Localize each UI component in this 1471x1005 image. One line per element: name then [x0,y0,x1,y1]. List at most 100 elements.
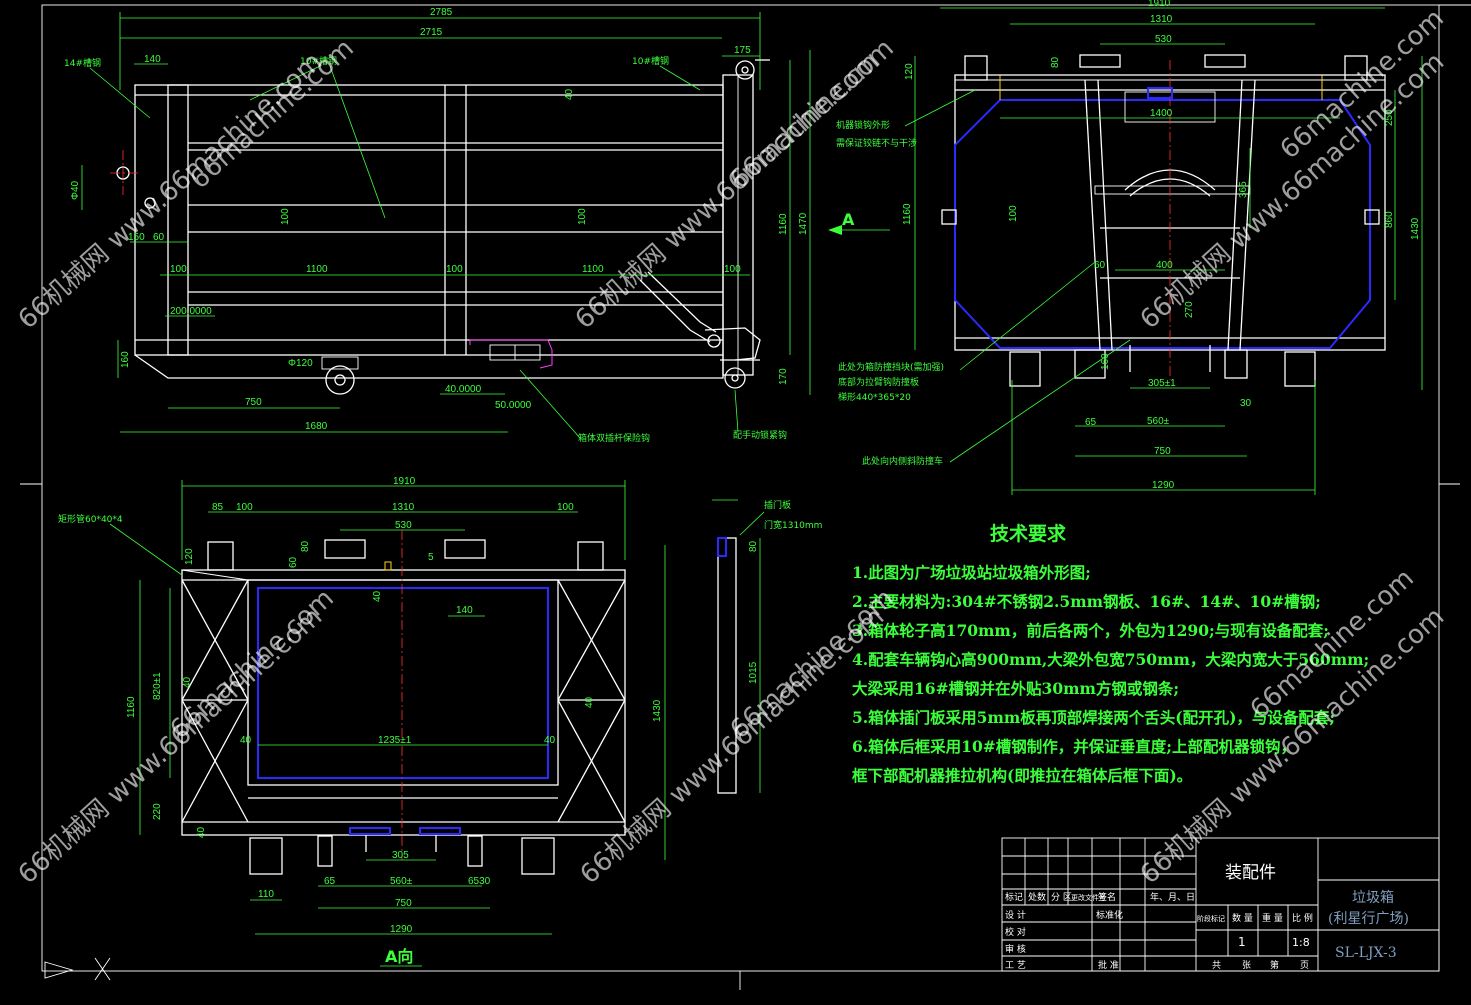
dim-40f-front: 40 [196,826,207,838]
dim-phi40: Φ40 [70,180,81,200]
dim-80-rear: 80 [1050,56,1061,68]
dim-40: 40 [564,88,575,100]
dim-200: 200.0000 [170,306,212,317]
dim-60-rear: 60 [1094,260,1106,271]
front-view: 1910 85 100 1310 100 530 [58,476,666,967]
dim-40e-front: 40 [544,735,556,746]
dim-140-front: 140 [456,605,473,616]
tb-stage-scale: 比 例 [1292,912,1313,924]
dim-160-rear: 160 [1100,353,1111,370]
dim-80-front: 80 [300,540,311,552]
dim-2715: 2715 [420,27,443,38]
tb-stage-qty: 数 量 [1232,912,1253,924]
requirement-6: 6.箱体后框采用10#槽钢制作，并保证垂直度;上部配机器锁钩， [852,737,1296,756]
requirement-6-cont: 框下部配机器推拉机构(即推拉在箱体后框下面)。 [852,766,1192,785]
tb-sheet-total: 共 [1212,960,1221,971]
dim-100a-front: 100 [236,502,253,513]
dim-120-rear: 120 [904,63,915,80]
note-bumper-block: 此处为箱防撞挡块(需加强) [838,361,944,373]
dim-row-1100-2: 1100 [582,264,604,275]
title-heading: 装配件 [1225,863,1276,883]
dim-1235: 1235±1 [378,735,412,746]
dim-250: 250 [1384,109,1395,126]
view-label-a: A向 [385,947,413,966]
dim-1400: 1400 [1150,108,1173,119]
dim-1470: 1470 [798,212,809,235]
title-block: 装配件 垃圾箱 (利星行广场) SL-LJX-3 标记 处数 分 区 更改文件号… [1001,837,1440,972]
dim-40c-front: 40 [584,696,595,708]
dim-1015-door: 1015 [748,661,759,684]
dim-1310-front: 1310 [392,502,415,513]
dim-560-rear: 560± [1147,416,1170,427]
dim-65-rear: 65 [1085,417,1097,428]
dim-270: 270 [1184,301,1195,318]
requirements-title: 技术要求 [990,522,1067,545]
note-bumper-plate: 底部为拉臂钩防撞板 [838,376,919,388]
dim-1160-front: 1160 [126,696,137,718]
side-view: 2785 2715 140 175 [64,7,811,444]
dim-120-front: 120 [184,548,195,565]
note-rect-tube: 矩形管60*40*4 [58,513,123,525]
dim-170: 170 [778,368,789,385]
dim-1430-rear: 1430 [1410,217,1421,240]
dim-1160-rear: 1160 [902,203,913,225]
dim-1160: 1160 [778,213,789,235]
watermarks: 66machine.com 66机械网 www.66machine.com 66… [13,3,1451,890]
title-name-line2: (利星行广场) [1328,911,1409,927]
requirement-1: 1.此图为广场垃圾站垃圾箱外形图; [852,563,1091,582]
tb-sheet-no: 第 [1270,959,1279,971]
watermark-brand-2: 66机械网 www.66machine.com [570,47,886,335]
dim-100-b: 100 [577,208,588,225]
note-hook-shape: 机器锁钩外形 [836,119,890,131]
tb-label-approve: 批 准 [1098,959,1119,971]
note-channel-10a: 10#槽钢 [300,55,337,67]
dim-5-front: 5 [428,552,434,563]
dim-220-front: 220 [152,803,163,820]
dim-1290-front: 1290 [390,924,413,935]
tb-label-standard: 标准化 [1096,909,1123,921]
tb-label-review: 审 核 [1005,943,1026,955]
dim-1910-rear: 1910 [1148,0,1171,9]
requirement-4: 4.配套车辆钩心高900mm,大梁外包宽750mm，大梁内宽大于560mm; [852,650,1369,669]
note-safety-hook: 箱体双插杆保险钩 [578,432,650,444]
tb-scale: 1:8 [1292,936,1310,949]
dim-60: 60 [153,232,165,243]
dim-50-0000: 50.0000 [495,400,532,411]
dim-100b-front: 100 [557,502,574,513]
dim-110-front: 110 [258,889,274,900]
tb-header-mark: 标记 [1005,891,1023,903]
dim-560-front: 560± [390,876,413,887]
requirement-5: 5.箱体插门板采用5mm板再顶部焊接两个舌头(配开孔)，与设备配套; [852,708,1335,727]
view-arrow-a: A [842,210,855,229]
dim-40d-front: 40 [240,735,252,746]
dim-140: 140 [144,54,161,65]
dim-750-front: 750 [395,898,412,909]
tb-stage-weight: 重 量 [1262,912,1283,924]
dim-6530-front: 6530 [468,876,491,887]
rear-view: 1910 1310 530 [828,0,1423,495]
dim-2785: 2785 [430,7,453,18]
note-hinge: 需保证铰链不与干涉 [836,137,917,149]
title-drawing-code: SL-LJX-3 [1335,945,1397,961]
watermark-brand-5: 66机械网 www.66machine.com [575,602,891,890]
tb-header-count: 处数 [1028,891,1046,903]
title-name-line1: 垃圾箱 [1352,890,1394,906]
dim-40a-front: 40 [372,590,383,602]
dim-100-a: 100 [280,208,291,225]
door-plate-view: 80 1015 插门板 门宽1310mm [712,499,822,794]
note-door-width: 门宽1310mm [764,519,822,531]
dim-row-100-3: 100 [724,264,741,275]
requirement-4-cont: 大梁采用16#槽钢并在外贴30mm方钢或钢条; [852,679,1179,698]
dim-phi120: Φ120 [288,358,313,369]
tb-header-date: 年、月、日 [1150,891,1195,903]
dim-40-0000: 40.0000 [445,384,482,395]
dim-1310-rear: 1310 [1150,14,1173,25]
dim-530-front: 530 [395,520,412,531]
dim-150: 150 [128,232,145,243]
tb-header-zone: 分 区 [1051,892,1072,903]
dim-305-front: 305 [392,850,409,861]
drawing-frame [20,4,1471,990]
dim-row-1100-1: 1100 [306,264,328,275]
dim-1910-front: 1910 [393,476,416,487]
tb-sheet-unit1: 张 [1242,960,1251,971]
